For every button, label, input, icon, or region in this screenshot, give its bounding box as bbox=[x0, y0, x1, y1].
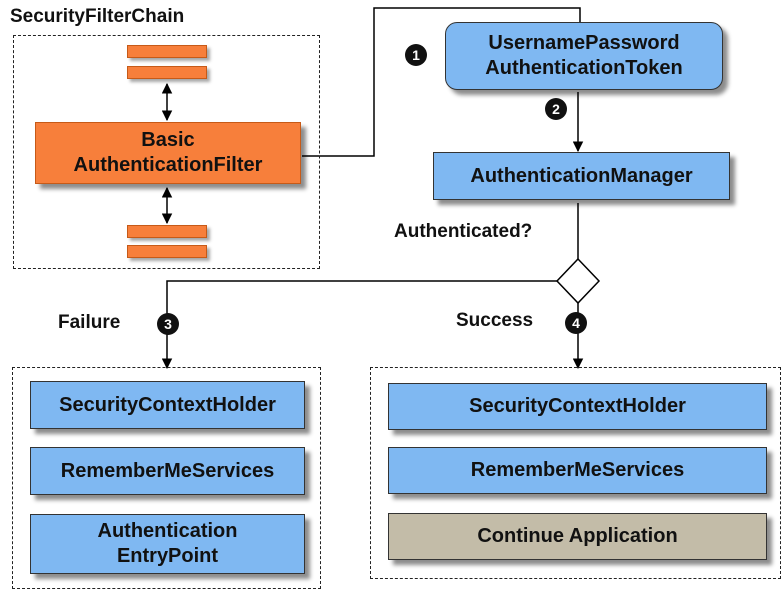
failure-label: Failure bbox=[58, 312, 121, 333]
step-3-badge: 3 bbox=[157, 313, 179, 335]
arrow-to-failure bbox=[161, 280, 557, 370]
filter-chain-title: SecurityFilterChain bbox=[10, 6, 185, 27]
filter-bar-top-2 bbox=[127, 66, 207, 79]
authentication-entry-point: Authentication EntryPoint bbox=[30, 514, 305, 574]
basic-authentication-filter: Basic AuthenticationFilter bbox=[35, 122, 301, 184]
failure-security-context-holder: SecurityContextHolder bbox=[30, 381, 305, 429]
failure-container bbox=[12, 367, 321, 589]
continue-application: Continue Application bbox=[388, 513, 767, 560]
filter-chain-container bbox=[13, 35, 320, 269]
success-container bbox=[370, 367, 781, 579]
authenticated-question-label: Authenticated? bbox=[394, 221, 533, 242]
filter-bar-bottom-2 bbox=[127, 245, 207, 258]
filter-bar-bottom-1 bbox=[127, 225, 207, 238]
step-1-badge: 1 bbox=[405, 44, 427, 66]
line-filter-to-token bbox=[302, 7, 581, 157]
success-remember-me-services: RememberMeServices bbox=[388, 447, 767, 494]
step-4-badge: 4 bbox=[565, 312, 587, 334]
authentication-manager: AuthenticationManager bbox=[433, 152, 730, 200]
filter-bar-top-1 bbox=[127, 45, 207, 58]
success-security-context-holder: SecurityContextHolder bbox=[388, 383, 767, 430]
failure-remember-me-services: RememberMeServices bbox=[30, 447, 305, 495]
decision-diamond bbox=[555, 257, 601, 305]
username-password-authentication-token: UsernamePassword AuthenticationToken bbox=[445, 22, 723, 90]
success-label: Success bbox=[456, 310, 534, 331]
step-2-badge: 2 bbox=[545, 98, 567, 120]
